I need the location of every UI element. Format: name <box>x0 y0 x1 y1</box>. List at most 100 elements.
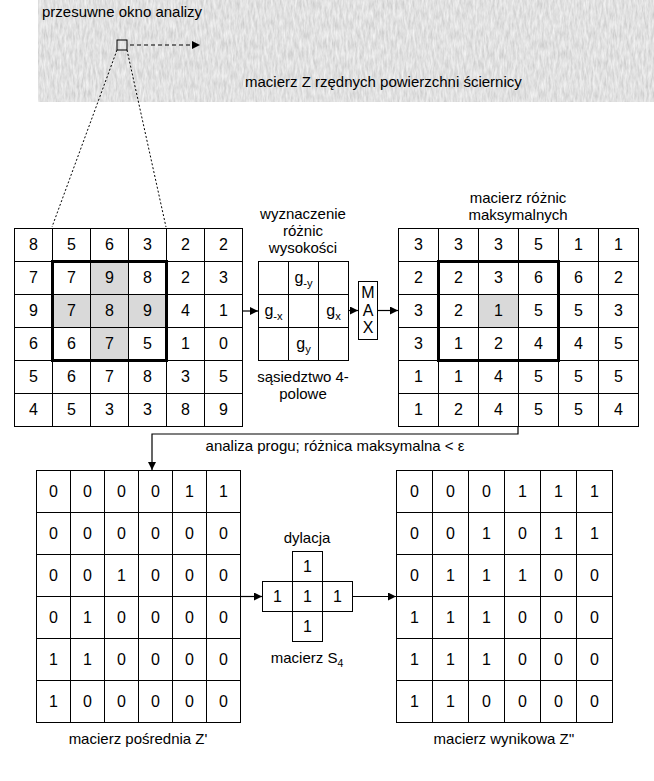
grid-cell: gx <box>318 294 349 328</box>
matrix-cell: 4 <box>478 393 519 427</box>
matrix-cell: 0 <box>172 638 207 681</box>
matrix-cell: 9 <box>204 393 243 427</box>
matrix-cell: 2 <box>204 228 243 262</box>
matrix-cell: 2 <box>438 261 479 295</box>
image-caption: macierz Z rzędnych powierzchni ściernicy <box>245 73 522 90</box>
flow-arrow <box>349 310 358 311</box>
matrix-cell: 1 <box>540 512 577 555</box>
matrix-cell: 0 <box>576 596 613 639</box>
matrix-cell: 1 <box>438 327 479 361</box>
matrix-cell: 0 <box>36 470 71 513</box>
matrix-cell: 3 <box>128 228 167 262</box>
flow-arrow <box>353 596 396 597</box>
matrix-cell: 0 <box>104 638 139 681</box>
matrix-cell: 2 <box>398 261 439 295</box>
matrix-cell: 3 <box>166 360 205 394</box>
matrix-heading: macierz różnic maksymalnych <box>453 189 583 223</box>
matrix-cell: 1 <box>104 554 139 597</box>
matrix-cell: 2 <box>598 261 639 295</box>
matrix-cell: 5 <box>558 393 599 427</box>
matrix-cell: 5 <box>128 327 167 361</box>
matrix-cell: 1 <box>398 360 439 394</box>
grid-cell: gy <box>288 327 319 361</box>
matrix-cell: 1 <box>576 470 613 513</box>
matrix-cell: 9 <box>128 294 167 328</box>
matrix-cell: 0 <box>576 680 613 723</box>
grid-cell: 1 <box>292 611 323 642</box>
matrix-cell: 7 <box>14 261 53 295</box>
matrix-caption: macierz wynikowa Z'' <box>394 730 614 747</box>
flow-arrow <box>241 596 262 597</box>
matrix-cell: 1 <box>598 228 639 262</box>
matrix-cell: 0 <box>576 554 613 597</box>
flow-arrow <box>378 310 398 311</box>
matrix-cell: 0 <box>540 638 577 681</box>
matrix-cell: 0 <box>104 512 139 555</box>
matrix-cell: 6 <box>14 327 53 361</box>
operator-label: MAX <box>360 284 376 337</box>
matrix-cell: 1 <box>172 470 207 513</box>
matrix-cell: 1 <box>432 638 469 681</box>
matrix-cell: 0 <box>104 680 139 723</box>
matrix-cell: 9 <box>90 261 129 295</box>
surface-texture <box>38 0 654 102</box>
matrix-cell: 3 <box>398 327 439 361</box>
matrix-cell: 1 <box>504 470 541 513</box>
matrix-cell: 5 <box>598 360 639 394</box>
matrix-cell: 4 <box>598 393 639 427</box>
matrix-cell: 0 <box>206 596 241 639</box>
matrix-cell: 0 <box>396 512 433 555</box>
max-difference-matrix: 333511223662321553312445114555124554maci… <box>398 228 639 427</box>
grid-cell: g-x <box>258 294 289 328</box>
matrix-cell: 3 <box>478 228 519 262</box>
surface-image-panel: przesuwne okno analizymacierz Z rzędnych… <box>38 0 654 102</box>
matrix-cell: 1 <box>576 512 613 555</box>
matrix-cell: 0 <box>204 327 243 361</box>
matrix-cell: 8 <box>128 261 167 295</box>
height-matrix: 856322779823978941667510567835453389 <box>14 228 243 427</box>
structuring-element: 11111dylacjamacierz S4 <box>262 551 353 642</box>
matrix-cell: 1 <box>396 596 433 639</box>
matrix-cell: 4 <box>478 360 519 394</box>
matrix-cell: 4 <box>518 327 559 361</box>
grid-cell: 1 <box>292 581 323 612</box>
matrix-cell: 4 <box>166 294 205 328</box>
matrix-cell: 0 <box>576 638 613 681</box>
operation-label: dylacja <box>257 529 357 546</box>
matrix-cell: 3 <box>398 228 439 262</box>
max-operator-box: MAX <box>358 281 378 340</box>
matrix-cell: 8 <box>128 360 167 394</box>
matrix-cell: 1 <box>468 596 505 639</box>
matrix-cell: 0 <box>206 638 241 681</box>
matrix-cell: 5 <box>204 360 243 394</box>
matrix-cell: 1 <box>438 360 479 394</box>
matrix-cell: 0 <box>432 512 469 555</box>
matrix-cell: 3 <box>204 261 243 295</box>
matrix-cell: 6 <box>558 261 599 295</box>
box-heading: wyznaczenie różnic wysokości <box>253 205 353 256</box>
matrix-cell: 0 <box>540 596 577 639</box>
neighbourhood-box: g-yg-xgxgywyznaczenie różnic wysokościsą… <box>258 261 349 361</box>
matrix-cell: 0 <box>540 680 577 723</box>
result-matrix: 000111001011011100111000111000110000maci… <box>396 470 613 723</box>
element-caption: macierz S4 <box>247 649 367 672</box>
matrix-cell: 0 <box>396 470 433 513</box>
matrix-cell: 2 <box>166 228 205 262</box>
matrix-cell: 0 <box>138 554 173 597</box>
zoom-line <box>52 50 117 227</box>
matrix-cell: 1 <box>398 393 439 427</box>
matrix-cell: 8 <box>14 228 53 262</box>
matrix-cell: 2 <box>478 327 519 361</box>
matrix-cell: 0 <box>138 638 173 681</box>
matrix-cell: 0 <box>504 680 541 723</box>
matrix-cell: 5 <box>52 228 91 262</box>
matrix-cell: 0 <box>70 470 105 513</box>
zoom-line <box>127 50 166 227</box>
matrix-cell: 0 <box>138 680 173 723</box>
matrix-cell: 5 <box>598 327 639 361</box>
matrix-cell: 7 <box>90 327 129 361</box>
matrix-cell: 1 <box>204 294 243 328</box>
window-marker <box>117 40 127 50</box>
grid-cell: 1 <box>262 581 293 612</box>
matrix-cell: 1 <box>70 638 105 681</box>
